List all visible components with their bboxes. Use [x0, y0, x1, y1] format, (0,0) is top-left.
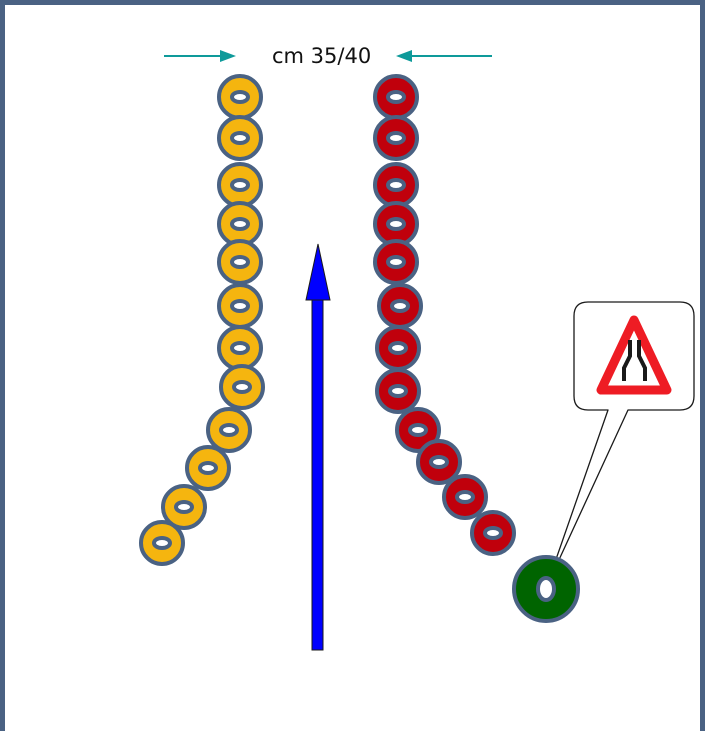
start-marker [512, 555, 580, 623]
right-cone-11-hole [455, 490, 475, 504]
road-narrows-warning-sign-icon [596, 315, 672, 395]
left-cone-1-hole [230, 90, 250, 104]
width-label: cm 35/40 [272, 44, 371, 68]
left-cone-3-hole [230, 178, 250, 192]
callout [545, 301, 695, 589]
direction-arrow-head [305, 243, 331, 301]
measure-arrow-left-head [220, 50, 236, 62]
direction-arrow [305, 243, 331, 651]
left-cone-12-hole [152, 536, 172, 550]
right-cone-9-hole [408, 423, 428, 437]
right-cone-6-hole [390, 299, 410, 313]
left-cone-10-hole [198, 461, 218, 475]
measure-arrow-right-head [396, 50, 412, 62]
start-marker-center [536, 576, 556, 602]
left-cone-9-hole [219, 423, 239, 437]
right-cone-2-hole [386, 131, 406, 145]
left-cone-2-hole [230, 131, 250, 145]
direction-arrow-shaft [311, 297, 324, 651]
right-cone-7-hole [388, 341, 408, 355]
left-cone-7-hole [230, 341, 250, 355]
right-cone-line [373, 74, 516, 556]
right-cone-4-hole [386, 217, 406, 231]
road-narrows-right-line [637, 340, 647, 381]
right-cone-1-hole [386, 90, 406, 104]
left-cone-6-hole [230, 299, 250, 313]
right-cone-5-hole [386, 255, 406, 269]
width-measure: cm 35/40 [164, 44, 492, 68]
road-narrows-left-line [622, 340, 632, 381]
right-cone-8-hole [388, 384, 408, 398]
left-cone-8-hole [232, 380, 252, 394]
right-cone-12-hole [483, 526, 503, 540]
left-cone-line [139, 74, 265, 566]
left-cone-4-hole [230, 217, 250, 231]
right-cone-3-hole [386, 178, 406, 192]
right-cone-10-hole [429, 455, 449, 469]
left-cone-5-hole [230, 255, 250, 269]
left-cone-11-hole [174, 500, 194, 514]
warning-sign-triangle [596, 315, 672, 395]
